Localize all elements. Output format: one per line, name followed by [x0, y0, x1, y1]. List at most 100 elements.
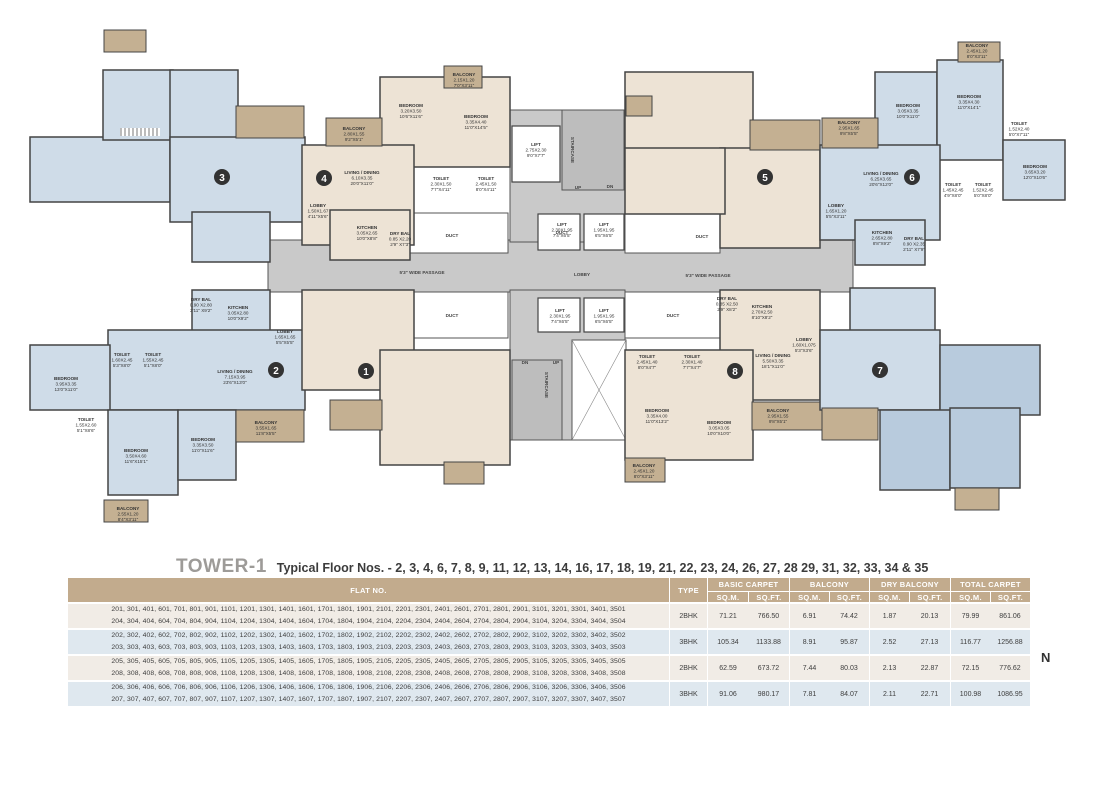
- duct-label-tr: DUCT: [696, 234, 709, 239]
- room-ft: 7'7"X4'11": [431, 187, 452, 192]
- room-dim: 1.55X2.45: [143, 357, 164, 362]
- room-ft: 11'8"X5'5": [256, 431, 277, 436]
- balcony-sqm: 8.91: [789, 628, 829, 654]
- sub-sqft: SQ.FT.: [829, 591, 869, 602]
- room-dim: 2.30X1.50: [431, 181, 452, 186]
- room-dim: 1.52X2.40: [1009, 126, 1030, 131]
- dry-balcony-sqft: 22.71: [909, 680, 950, 706]
- room-dim: 2.45X1.40: [637, 359, 658, 364]
- tower-name: TOWER-1: [176, 556, 267, 577]
- total-carpet-sqft: 776.62: [990, 654, 1030, 680]
- room-name: DRY BAL: [390, 231, 410, 236]
- stair-dn-bottom: DN: [522, 360, 529, 365]
- room-dim: 3.05X3.35: [898, 108, 919, 113]
- room-dim: 2.30X1.40: [682, 359, 703, 364]
- total-carpet-sqft: 1256.88: [990, 628, 1030, 654]
- room-dim: 1.60X2.45: [112, 357, 133, 362]
- col-type: TYPE: [669, 578, 707, 602]
- room-ft: 7'4"X6'5": [551, 319, 570, 324]
- room-dim: 3.35X4.30: [959, 99, 980, 104]
- room-name: BALCONY: [343, 126, 366, 131]
- col-balcony: BALCONY: [789, 578, 869, 591]
- room-ft: 11'0"X11'6": [192, 448, 215, 453]
- flat-numbers: 205, 305, 405, 605, 705, 805, 905, 1105,…: [68, 654, 669, 680]
- room-ft: 23'6"X13'0": [223, 380, 247, 385]
- room-ft: 4'11"X5'6": [308, 214, 329, 219]
- room-dim: 1.50X1.67: [308, 208, 329, 213]
- room-name: KITCHEN: [752, 304, 773, 309]
- room-dim: 3.35X3.50: [193, 442, 214, 447]
- room-name: LIFT: [555, 308, 565, 313]
- unit-number-3: 3: [219, 173, 225, 184]
- table-row: 205, 305, 405, 605, 705, 805, 905, 1105,…: [68, 654, 1030, 680]
- room-dim: 0.90 X2.35: [903, 241, 926, 246]
- unit-2: [29, 289, 306, 523]
- dry-balcony-sqm: 2.52: [869, 628, 909, 654]
- lobby-label: LOBBY: [574, 272, 590, 277]
- sub-sqm: SQ.M.: [789, 591, 829, 602]
- room-ft: 11'0"X14'5": [464, 125, 487, 130]
- room-name: TOILET: [639, 354, 655, 359]
- room-dim: 6.25X3.65: [871, 176, 892, 181]
- room-dim: 2.55X1.20: [118, 511, 139, 516]
- basic-carpet-sqm: 105.34: [707, 628, 748, 654]
- total-carpet-sqft: 861.06: [990, 602, 1030, 628]
- room-dim: 2.15X1.20: [454, 77, 475, 82]
- room-ft: 8'4"X3'11": [118, 517, 139, 522]
- lift-t3: [583, 213, 625, 251]
- room-ft: 11'6"X15'1": [124, 459, 147, 464]
- room-name: KITCHEN: [357, 225, 378, 230]
- stair-dn-top: DN: [607, 184, 614, 189]
- unit-area-table: FLAT NO. TYPE BASIC CARPET BALCONY DRY B…: [68, 578, 1030, 706]
- room-name: BEDROOM: [54, 376, 78, 381]
- room-ft: 5'0"X8'0": [974, 193, 993, 198]
- room-ft: 20'0"X11'0": [350, 181, 373, 186]
- room-ft: 8'8"X9'2": [873, 241, 892, 246]
- room-dim: 1.95X1.95: [594, 227, 615, 232]
- unit-number-8: 8: [732, 367, 738, 378]
- room-name: BEDROOM: [399, 103, 423, 108]
- room-name: LIVING / DINING: [217, 369, 253, 374]
- unit-number-4: 4: [321, 174, 327, 185]
- flat-type: 2BHK: [669, 654, 707, 680]
- room-name: LOBBY: [310, 203, 326, 208]
- room-name: BALCONY: [838, 120, 861, 125]
- room-dim: 2.65X2.80: [872, 235, 893, 240]
- unit-7: [819, 287, 1041, 511]
- balcony-sqft: 95.87: [829, 628, 869, 654]
- room-name: BALCONY: [255, 420, 278, 425]
- unit-number-5: 5: [762, 173, 768, 184]
- room-name: BALCONY: [117, 506, 140, 511]
- room-name: TOILET: [945, 182, 961, 187]
- room-dim: 3.55X1.65: [256, 425, 277, 430]
- room-dim: 3.50X4.60: [126, 453, 147, 458]
- room-dim: 2.80X1.55: [344, 131, 365, 136]
- sub-sqm: SQ.M.: [707, 591, 748, 602]
- room-name: DRY BAL: [904, 236, 924, 241]
- passage-label-right: 5'3" WIDE PASSAGE: [685, 273, 730, 278]
- room-dim: 1.65X1.65: [275, 334, 296, 339]
- balcony-sqm: 7.81: [789, 680, 829, 706]
- total-carpet-sqft: 1086.95: [990, 680, 1030, 706]
- duct-label-tl: DUCT: [446, 233, 459, 238]
- col-dry-balcony: DRY BALCONY: [869, 578, 950, 591]
- table-row: 201, 301, 401, 601, 701, 801, 901, 1101,…: [68, 602, 1030, 628]
- room-name: BEDROOM: [191, 437, 215, 442]
- room-name: TOILET: [684, 354, 700, 359]
